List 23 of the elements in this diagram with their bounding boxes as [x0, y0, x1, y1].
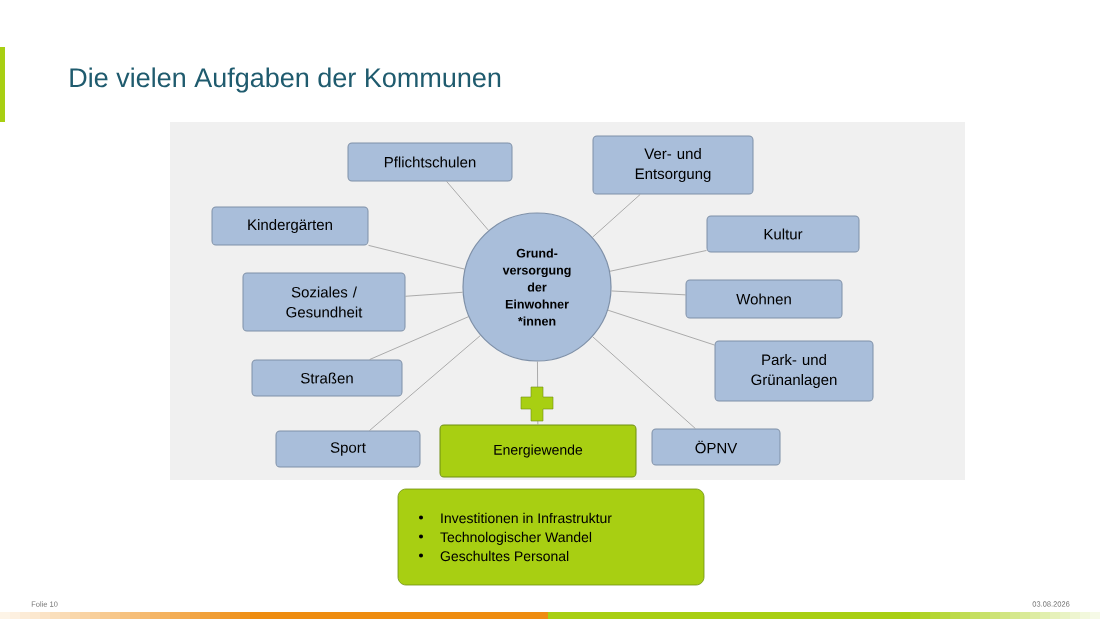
topic-box: Sport	[275, 430, 421, 468]
connector-line	[405, 291, 463, 297]
connector-line	[611, 290, 686, 296]
connector-line	[368, 245, 465, 270]
topic-box: Ver- und Entsorgung	[592, 135, 754, 195]
slide-title: Die vielen Aufgaben der Kommunen	[70, 67, 501, 93]
topic-box: ÖPNV	[651, 428, 781, 466]
bullet-list-box: Investitionen in Infrastruktur Technologischer Wandel Geschultes Personal	[397, 488, 705, 586]
topic-box: Soziales / Gesundheit	[242, 272, 406, 332]
topic-box: Pflichtschulen	[347, 142, 513, 182]
topic-box: Straßen	[251, 359, 403, 397]
connector-line	[609, 250, 707, 272]
connector-line	[592, 336, 696, 429]
topic-box: Wohnen	[685, 279, 843, 319]
connector-line	[607, 309, 715, 346]
topic-box: Park- und Grünanlagen	[714, 340, 874, 402]
topic-box: Kultur	[706, 215, 860, 253]
highlight-box: Energiewende	[439, 424, 637, 478]
connector-line	[446, 181, 489, 231]
connector-line	[592, 194, 641, 238]
connector-line	[369, 316, 469, 360]
connector-line	[369, 335, 481, 431]
topic-box: Kindergärten	[211, 206, 369, 246]
